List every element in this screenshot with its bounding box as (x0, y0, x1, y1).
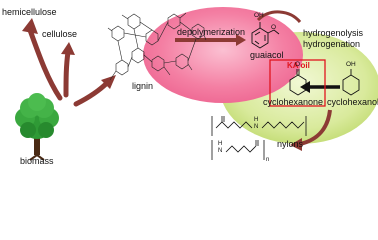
nylon-h2-label: H (218, 141, 223, 147)
cyclohexanol-structure (342, 69, 360, 96)
nylon-6-structure (211, 140, 265, 160)
pink-region (143, 7, 303, 103)
guaiacol-structure (251, 22, 280, 49)
biomass-label: biomass (20, 156, 54, 166)
arrow-to-cellulose (63, 49, 71, 98)
nylon-n1-label: N (254, 124, 259, 130)
cellulose-label: cellulose (42, 29, 78, 39)
hydrogenation-label: hydrogenation (303, 39, 361, 49)
ka-oil-box (269, 59, 326, 107)
guaiacol-oh-label: OH (254, 12, 264, 19)
cyclohexanol-label: cyclohexanol (327, 97, 378, 107)
hydrogenolysis-label: hydrogenolysis (303, 28, 364, 38)
biomass-to-nylon-diagram: hemicellulose cellulose lignin biomass d… (2, 7, 378, 166)
nylon-h1-label: H (254, 117, 259, 123)
nylon-n2-label: N (218, 148, 223, 154)
nylon-66-structure (211, 116, 307, 136)
guaiacol-label: guaiacol (250, 50, 284, 60)
arrow-hydrogenolysis (256, 10, 302, 24)
depolymerization-label: depolymerization (177, 27, 246, 37)
cyclohexanone-o-label: O (295, 61, 301, 68)
hemicellulose-label: hemicellulose (2, 7, 57, 17)
cyclohexanol-oh-label: OH (346, 61, 356, 68)
nylon-n-subscript: n (266, 157, 270, 163)
arrow-to-lignin (73, 79, 111, 107)
lignin-structure (107, 12, 207, 81)
guaiacol-methoxy-o-label: O (271, 24, 277, 31)
ka-oil-label: KA oil (287, 61, 310, 70)
arrow-to-hemicellulose (27, 27, 63, 101)
nylons-label: nylons (277, 139, 304, 149)
lignin-label: lignin (132, 81, 154, 91)
tree-icon (15, 93, 59, 161)
diagram-graphics (15, 7, 378, 161)
cyclohexanone-structure (289, 69, 307, 96)
arrow-to-nylons (299, 109, 332, 146)
cyclohexanone-label: cyclohexanone (263, 97, 324, 107)
